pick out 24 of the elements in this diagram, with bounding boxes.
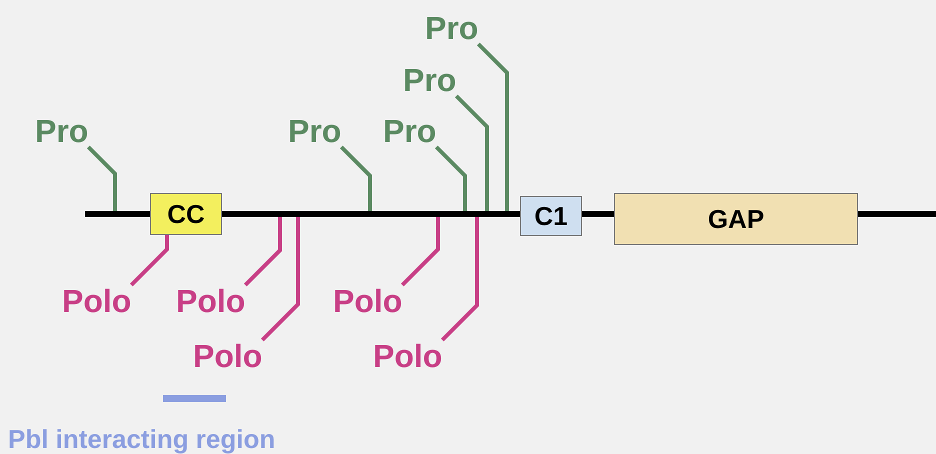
leader-line (440, 217, 479, 342)
domain-box: C1 (520, 196, 582, 236)
leader-line (86, 146, 117, 211)
leader-line (454, 94, 489, 211)
leader-line (434, 146, 467, 211)
leader-line (340, 146, 372, 211)
site-label: Polo (193, 340, 262, 372)
site-label: Pro (403, 64, 456, 96)
site-label: Polo (176, 285, 246, 317)
legend-label: Pbl interacting region (8, 423, 276, 454)
site-label: Polo (333, 285, 402, 317)
leader-line (244, 217, 282, 286)
site-label: Pro (35, 115, 88, 147)
site-label: Pro (425, 12, 478, 44)
site-label: Pro (383, 115, 436, 147)
leader-line (260, 217, 300, 342)
leader-line (476, 42, 509, 211)
site-label: Polo (373, 340, 442, 372)
domain-box: CC (150, 193, 222, 235)
site-label: Polo (62, 285, 132, 317)
leader-line (130, 235, 169, 286)
leader-line (400, 217, 440, 286)
site-label: Pro (288, 115, 342, 147)
domain-box: GAP (614, 193, 858, 245)
